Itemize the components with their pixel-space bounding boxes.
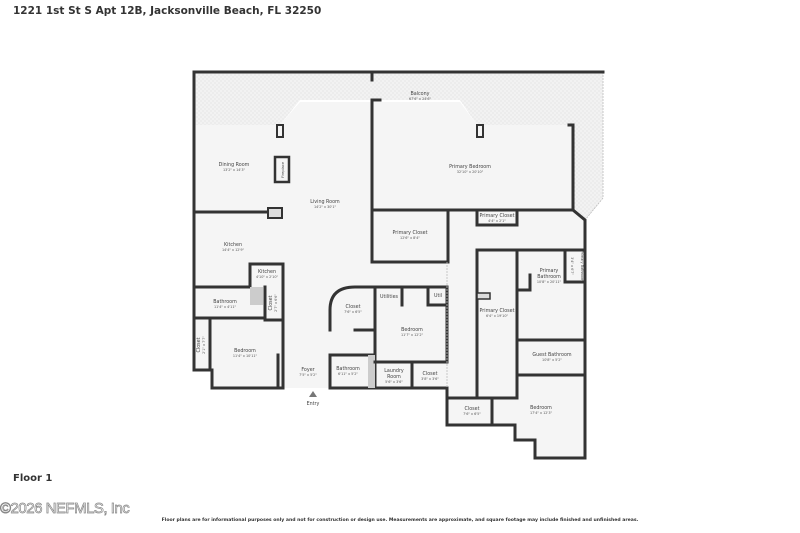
room-closet-v1-name: Closet bbox=[268, 295, 274, 310]
room-balcony-name: Balcony bbox=[410, 91, 429, 97]
room-closet-v2-name: Closet bbox=[196, 337, 202, 352]
room-closet-v2-dims: 2'1" x 7'7" bbox=[202, 336, 206, 354]
room-primary-bath-name-line1: Primary bbox=[540, 268, 559, 274]
balcony-area bbox=[194, 72, 603, 220]
entry-arrow-icon bbox=[309, 391, 317, 397]
disclaimer-text: Floor plans are for informational purpos… bbox=[161, 518, 639, 523]
room-primary-bedroom-dims: 32'10" x 20'10" bbox=[457, 170, 484, 174]
balcony-edge bbox=[584, 72, 604, 221]
floor-label: Floor 1 bbox=[13, 473, 53, 484]
room-closet-round-name: Closet bbox=[346, 304, 361, 310]
room-primary-closet1-name: Primary Closet bbox=[392, 230, 427, 236]
listing-address-title: 1221 1st St S Apt 12B, Jacksonville Beac… bbox=[13, 5, 322, 17]
room-bedroom3-dims: 17'4" x 12'3" bbox=[530, 411, 553, 415]
room-laundry-name-line1: Laundry bbox=[384, 368, 404, 374]
room-closet-small-dims: 3'8" x 3'6" bbox=[421, 377, 439, 381]
room-closet-lower-dims: 7'6" x 6'5" bbox=[463, 412, 481, 416]
entry-label: Entry bbox=[307, 401, 320, 407]
room-primary-bath-dims: 10'8" x 20'11" bbox=[537, 280, 562, 284]
room-closet-small-name: Closet bbox=[423, 371, 438, 377]
room-closet-v1-dims: 2'7" x 6'6" bbox=[274, 294, 278, 312]
room-primary-bath-name-line2: Bathroom bbox=[537, 274, 561, 280]
fireplace-label: Fireplace bbox=[281, 161, 285, 178]
room-living-name: Living Room bbox=[310, 199, 340, 205]
room-primary-closet3-dims: 6'4" x 19'10" bbox=[486, 314, 509, 318]
room-primary-bedroom-name: Primary Bedroom bbox=[449, 164, 491, 170]
room-kitchen-name: Kitchen bbox=[224, 242, 242, 248]
room-bedroom3-name: Bedroom bbox=[530, 405, 552, 411]
room-bath2-name: Bathroom bbox=[336, 366, 360, 372]
room-primary-closet2-name: Primary Closet bbox=[479, 213, 514, 219]
interior-floor bbox=[194, 102, 585, 458]
room-primary-closet3-name: Primary Closet bbox=[479, 308, 514, 314]
room-bedroom1-dims: 11'4" x 10'11" bbox=[233, 354, 258, 358]
room-bedroom2-dims: 11'7" x 12'2" bbox=[401, 333, 424, 337]
room-foyer-name: Foyer bbox=[301, 367, 314, 373]
room-living-dims: 14'2" x 30'1" bbox=[314, 205, 337, 209]
room-guest-bath-dims: 10'8" x 5'2" bbox=[542, 358, 562, 362]
room-util-name: Util bbox=[434, 293, 442, 299]
room-balcony-dims: 67'6" x 24'6" bbox=[409, 97, 432, 101]
room-dining-dims: 13'2" x 14'3" bbox=[223, 168, 246, 172]
room-dining-name: Dining Room bbox=[219, 162, 250, 168]
room-foyer-dims: 7'5" x 5'2" bbox=[299, 373, 317, 377]
room-bedroom1-name: Bedroom bbox=[234, 348, 256, 354]
walls bbox=[192, 70, 605, 460]
room-bath1-name: Bathroom bbox=[213, 299, 237, 305]
room-primary-closet1-dims: 12'6" x 8'4" bbox=[400, 236, 420, 240]
room-bath1-dims: 11'4" x 4'11" bbox=[214, 305, 237, 309]
room-guest-bath-name: Guest Bathroom bbox=[532, 352, 572, 358]
room-labels: Balcony 67'6" x 24'6" Dining Room 13'2" … bbox=[196, 91, 584, 416]
room-primary-bath-small-name: Primary Bathroom bbox=[580, 251, 584, 283]
room-primary-closet2-dims: 4'4" x 2'1" bbox=[488, 219, 506, 223]
room-utilities-name: Utilities bbox=[380, 294, 399, 300]
room-primary-bath-small-dims: 3'4" x 6'7" bbox=[570, 257, 574, 275]
room-closet-round-dims: 7'6" x 6'5" bbox=[344, 310, 362, 314]
room-kitchen2-name: Kitchen bbox=[258, 269, 276, 275]
copyright-watermark: ©2026 NEFMLS, Inc bbox=[0, 500, 130, 518]
room-kitchen-dims: 14'4" x 12'9" bbox=[222, 248, 245, 252]
room-kitchen2-dims: 4'10" x 2'10" bbox=[256, 275, 279, 279]
room-closet-lower-name: Closet bbox=[465, 406, 480, 412]
room-laundry-name-line2: Room bbox=[387, 374, 401, 380]
room-bath2-dims: 6'11" x 5'2" bbox=[338, 372, 358, 376]
room-bedroom2-name: Bedroom bbox=[401, 327, 423, 333]
room-laundry-dims: 5'6" x 3'6" bbox=[385, 380, 403, 384]
